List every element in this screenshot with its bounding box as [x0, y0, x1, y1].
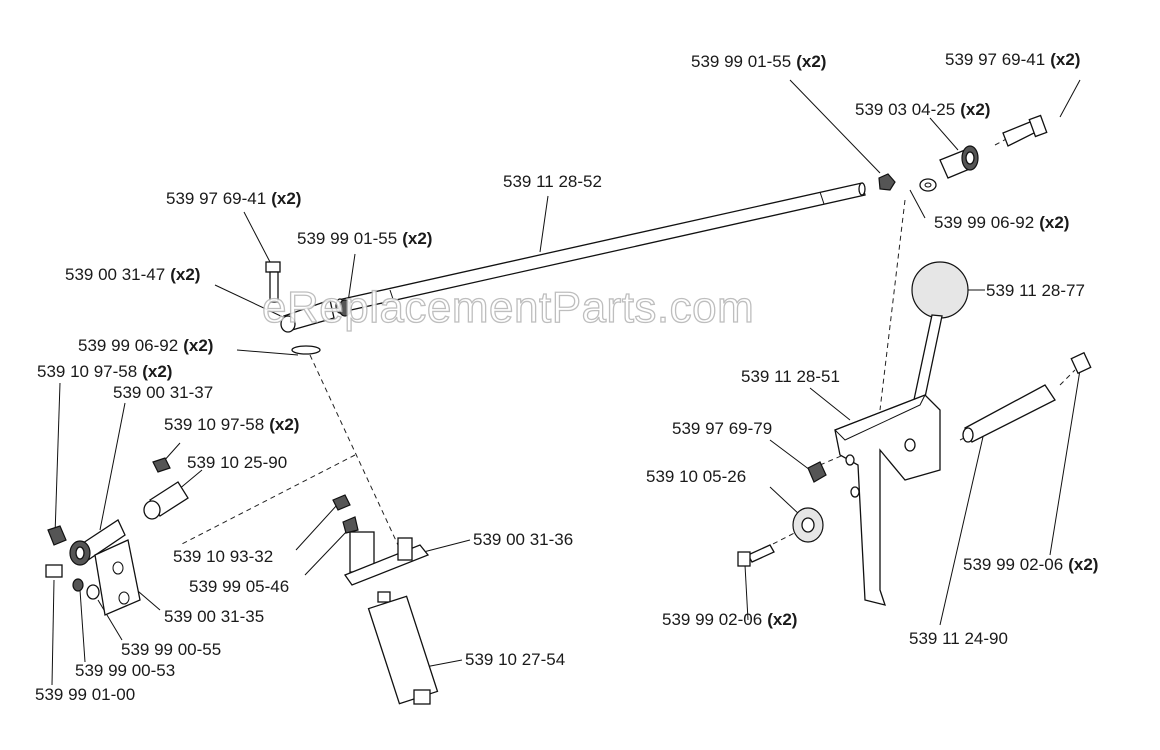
part-number: 539 99 00-53: [75, 661, 176, 680]
part-label-539-99-01-55-left: 539 99 01-55(x2): [297, 229, 432, 249]
part-label-539-00-31-35: 539 00 31-35: [164, 607, 269, 627]
assembly-axes: [179, 136, 1076, 549]
part-number: 539 11 28-51: [741, 367, 840, 386]
part-label-539-11-24-90: 539 11 24-90: [909, 629, 1013, 649]
part-number: 539 99 02-06: [662, 610, 763, 629]
part-number: 539 97 69-41: [166, 189, 267, 208]
part-number: 539 97 69-41: [945, 50, 1046, 69]
watermark-text: eReplacementParts.com: [261, 282, 755, 332]
upper-right-hardware: [878, 114, 1048, 192]
part-label-539-11-28-52: 539 11 28-52: [503, 172, 607, 192]
upper-left-hardware: [265, 261, 352, 355]
part-label-539-10-97-58-center: 539 10 97-58(x2): [164, 415, 299, 435]
part-number: 539 99 06-92: [78, 336, 179, 355]
part-label-539-00-31-37: 539 00 31-37: [113, 383, 218, 403]
part-number: 539 00 31-35: [164, 607, 265, 626]
part-label-539-10-27-54: 539 10 27-54: [465, 650, 570, 670]
part-label-539-10-97-58-left: 539 10 97-58(x2): [37, 362, 172, 382]
part-label-539-97-69-41-upper: 539 97 69-41(x2): [945, 50, 1080, 70]
part-number: 539 03 04-25: [855, 100, 956, 119]
part-label-539-99-01-00: 539 99 01-00: [35, 685, 140, 705]
part-label-539-10-93-32: 539 10 93-32: [173, 547, 278, 567]
center-bellcrank: [332, 494, 439, 705]
part-label-539-99-00-53: 539 99 00-53: [75, 661, 180, 681]
part-number: 539 99 00-55: [121, 640, 222, 659]
part-label-539-99-05-46: 539 99 05-46: [189, 577, 294, 597]
part-qty: (x2): [269, 415, 300, 434]
part-number: 539 11 28-52: [503, 172, 602, 191]
part-label-539-11-28-77: 539 11 28-77: [986, 281, 1090, 301]
part-number: 539 99 01-55: [297, 229, 398, 248]
part-qty: (x2): [402, 229, 433, 248]
part-label-539-03-04-25: 539 03 04-25(x2): [855, 100, 990, 120]
part-number: 539 99 01-55: [691, 52, 792, 71]
part-number: 539 10 05-26: [646, 467, 747, 486]
part-number: 539 10 25-90: [187, 453, 288, 472]
part-qty: (x2): [1050, 50, 1081, 69]
part-qty: (x2): [183, 336, 214, 355]
part-number: 539 10 97-58: [164, 415, 265, 434]
part-number: 539 99 05-46: [189, 577, 290, 596]
shift-lever-assembly: [737, 261, 1092, 606]
part-label-539-10-05-26: 539 10 05-26: [646, 467, 751, 487]
part-qty: (x2): [767, 610, 798, 629]
part-label-539-99-06-92-left: 539 99 06-92(x2): [78, 336, 213, 356]
part-label-539-00-31-47: 539 00 31-47(x2): [65, 265, 200, 285]
part-number: 539 11 28-77: [986, 281, 1085, 300]
part-qty: (x2): [960, 100, 991, 119]
left-linkage: [45, 457, 189, 616]
part-number: 539 99 06-92: [934, 213, 1035, 232]
part-qty: (x2): [1068, 555, 1099, 574]
part-label-539-00-31-36: 539 00 31-36: [473, 530, 578, 550]
part-label-539-99-00-55: 539 99 00-55: [121, 640, 226, 660]
part-number: 539 99 02-06: [963, 555, 1064, 574]
part-qty: (x2): [170, 265, 201, 284]
part-qty: (x2): [796, 52, 827, 71]
part-number: 539 11 24-90: [909, 629, 1008, 648]
part-label-539-97-69-79: 539 97 69-79: [672, 419, 777, 439]
part-number: 539 10 27-54: [465, 650, 566, 669]
part-number: 539 10 97-58: [37, 362, 138, 381]
part-label-539-11-28-51: 539 11 28-51: [741, 367, 845, 387]
part-qty: (x2): [271, 189, 302, 208]
part-qty: (x2): [142, 362, 173, 381]
part-label-539-99-01-55-upper: 539 99 01-55(x2): [691, 52, 826, 72]
part-number: 539 00 31-47: [65, 265, 166, 284]
part-qty: (x2): [1039, 213, 1070, 232]
part-number: 539 00 31-37: [113, 383, 214, 402]
part-number: 539 97 69-79: [672, 419, 773, 438]
part-number: 539 00 31-36: [473, 530, 574, 549]
part-label-539-99-06-92-upper: 539 99 06-92(x2): [934, 213, 1069, 233]
part-number: 539 10 93-32: [173, 547, 274, 566]
part-label-539-10-25-90: 539 10 25-90: [187, 453, 292, 473]
part-label-539-99-02-06-left: 539 99 02-06(x2): [662, 610, 797, 630]
part-label-539-99-02-06-right: 539 99 02-06(x2): [963, 555, 1098, 575]
part-label-539-97-69-41-left: 539 97 69-41(x2): [166, 189, 301, 209]
part-number: 539 99 01-00: [35, 685, 136, 704]
